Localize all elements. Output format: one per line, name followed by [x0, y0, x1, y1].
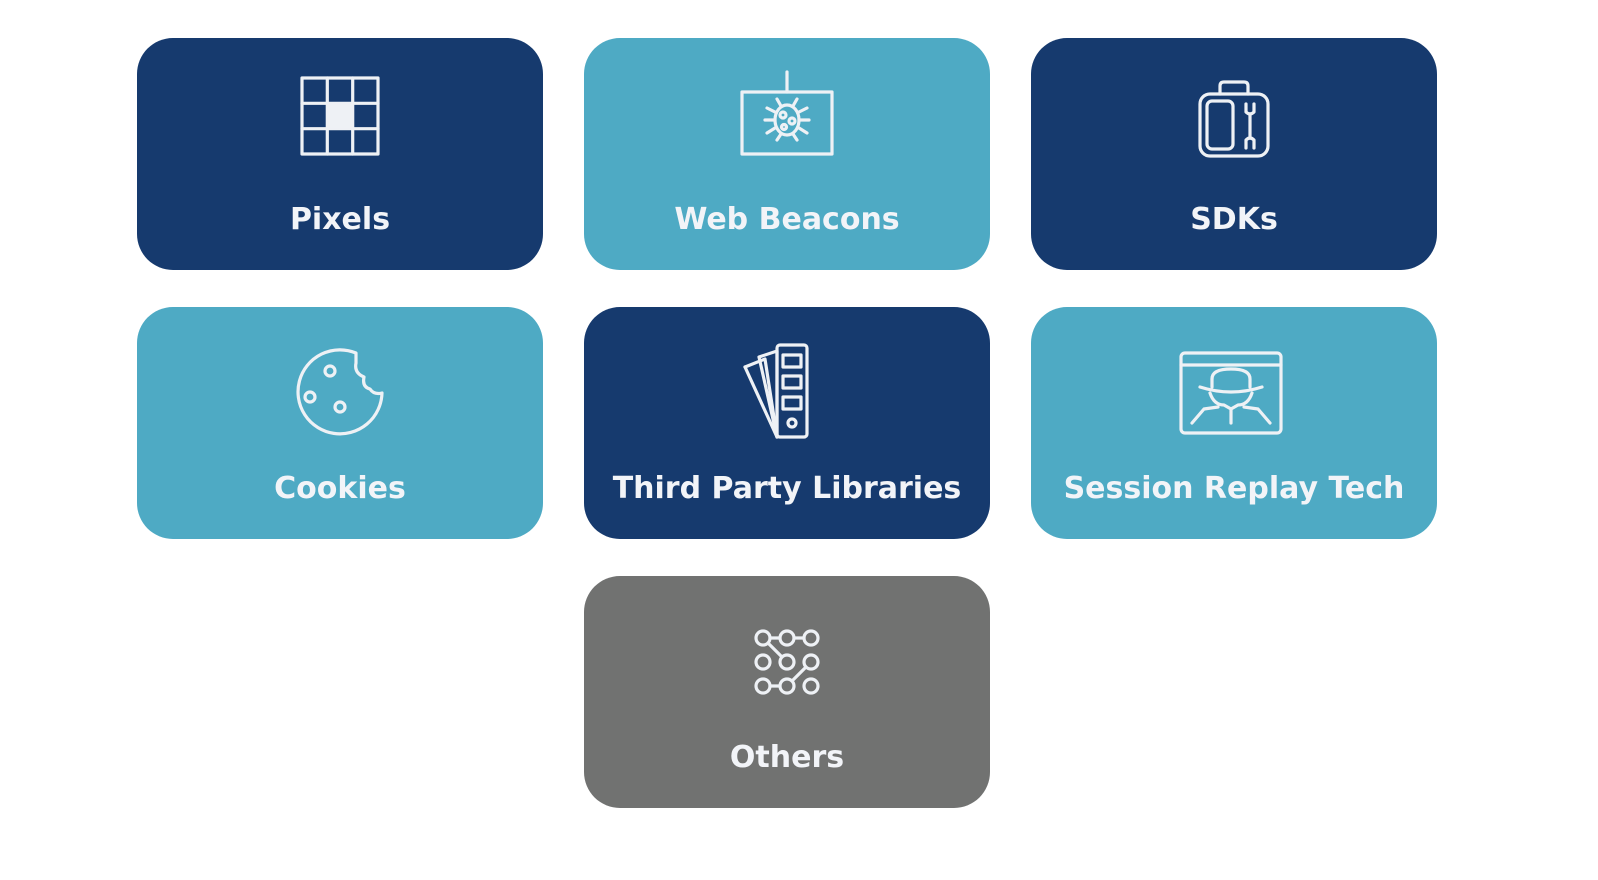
node-network-icon: [584, 576, 990, 741]
tile-third-party-libraries: Third Party Libraries: [584, 307, 990, 539]
tile-cookies: Cookies: [137, 307, 543, 539]
tile-pixels: Pixels: [137, 38, 543, 270]
spy-browser-icon: [1031, 307, 1437, 472]
tile-label: SDKs: [1190, 202, 1278, 237]
tile-label: Third Party Libraries: [612, 471, 962, 506]
web-beacon-bug-icon: [584, 38, 990, 203]
library-swatch-icon: [584, 307, 990, 472]
tile-others: Others: [584, 576, 990, 808]
tile-label: Pixels: [289, 202, 391, 237]
tile-label: Session Replay Tech: [1063, 471, 1405, 506]
tile-label: Others: [729, 740, 845, 775]
cookie-icon: [137, 307, 543, 472]
tile-label: Web Beacons: [674, 202, 900, 237]
pixel-grid-icon: [137, 38, 543, 203]
sdk-toolkit-icon: [1031, 38, 1437, 203]
tile-session-replay-tech: Session Replay Tech: [1031, 307, 1437, 539]
tile-web-beacons: Web Beacons: [584, 38, 990, 270]
tile-sdks: SDKs: [1031, 38, 1437, 270]
tile-label: Cookies: [274, 471, 406, 506]
